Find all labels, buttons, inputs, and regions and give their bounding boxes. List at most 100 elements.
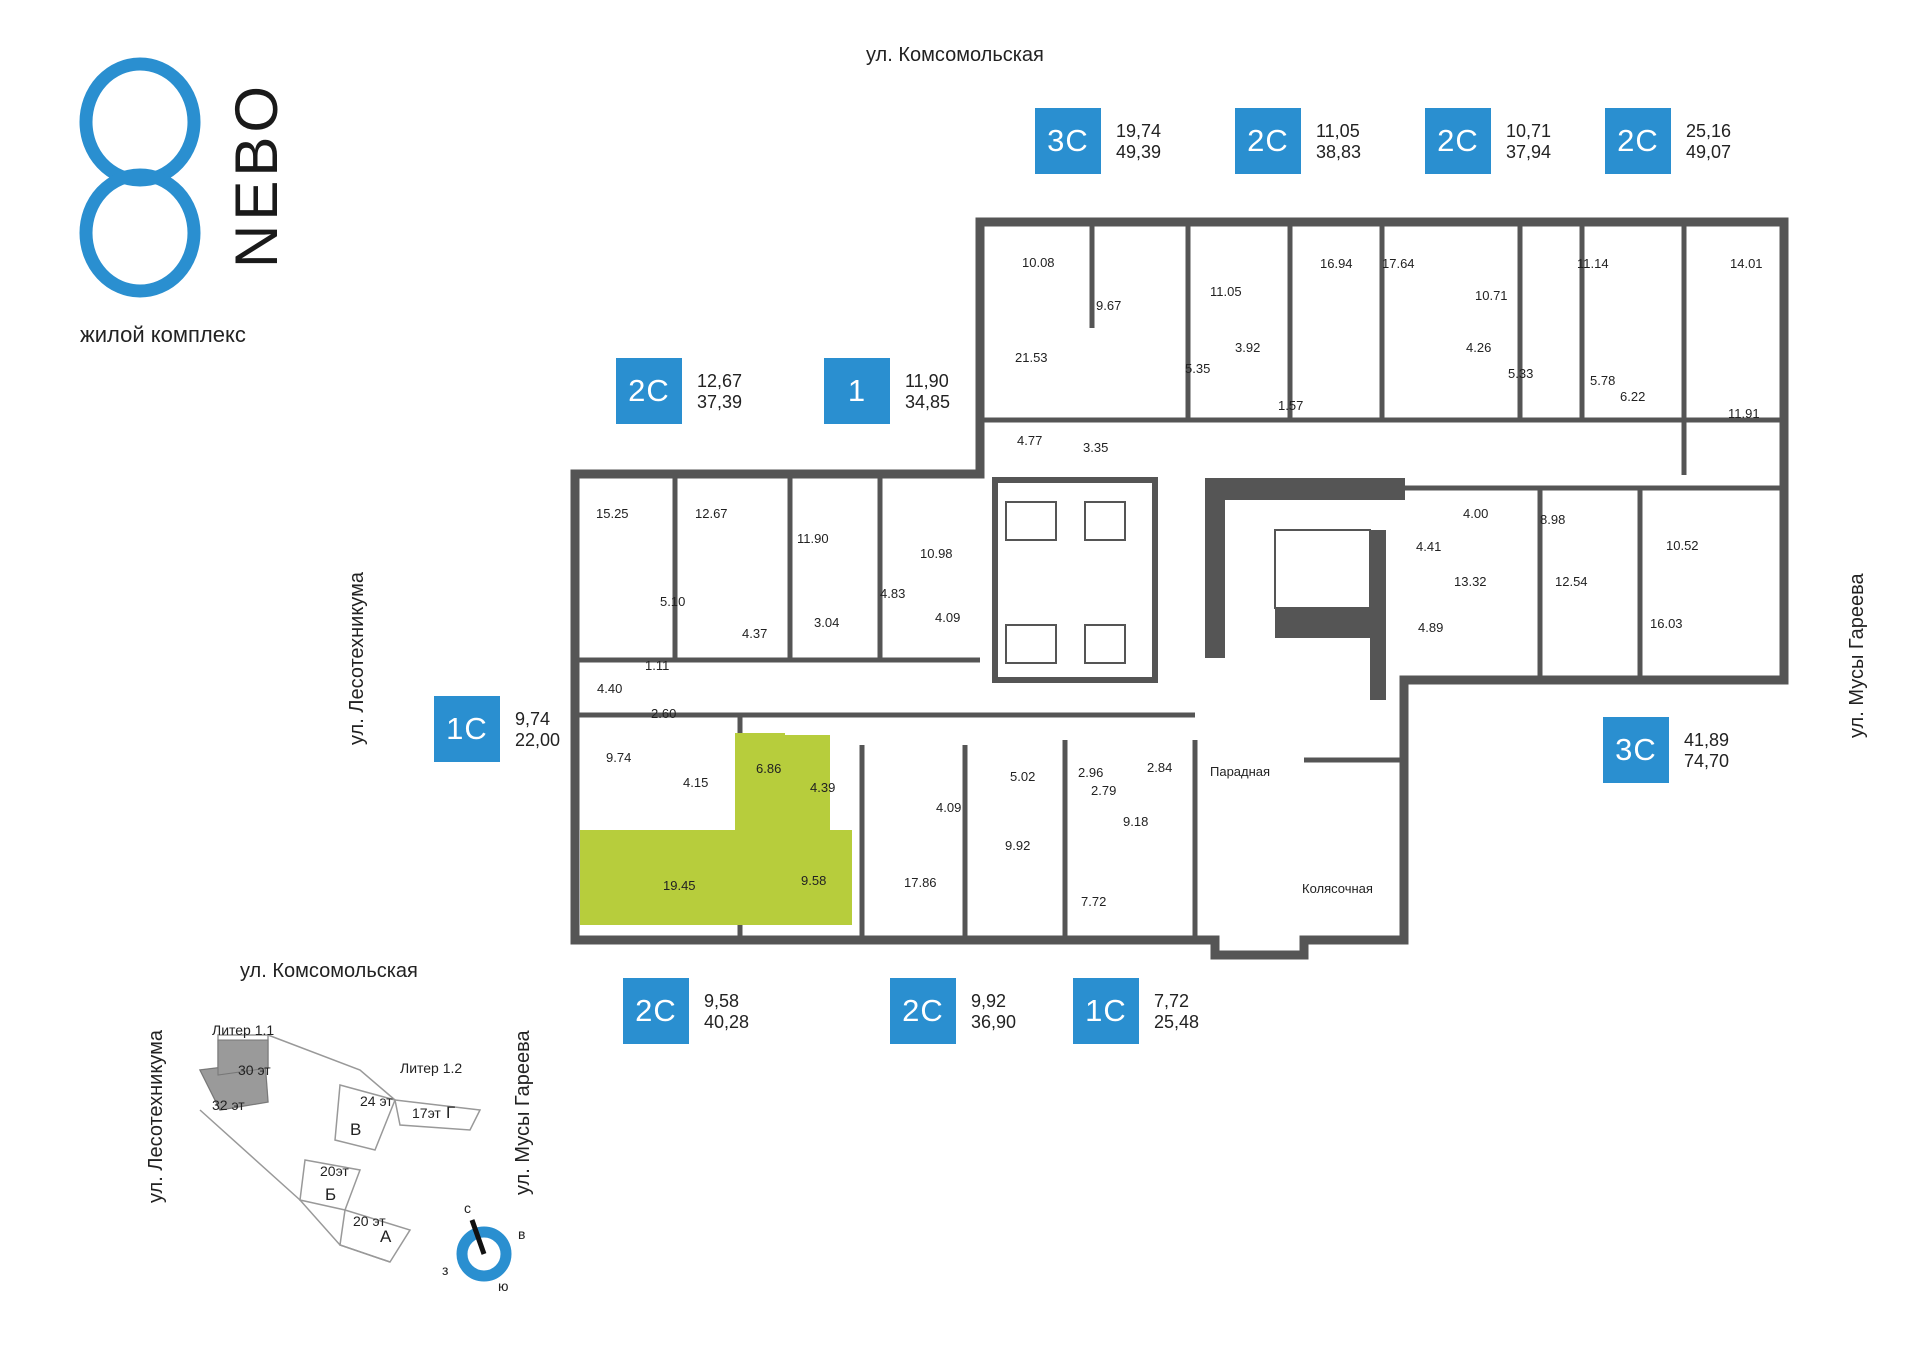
room-area-label: 4.37 [742,626,767,641]
room-area-label: 10.98 [920,546,953,561]
room-area-label: 4.09 [936,800,961,815]
apartment-badge[interactable]: 2С [616,358,682,424]
section-g: Г [446,1103,456,1122]
living-area: 11,90 [905,371,949,391]
living-area: 19,74 [1116,121,1162,141]
total-area: 36,90 [971,1012,1017,1032]
floors-20-a: 20 эт [353,1213,386,1229]
logo-name: NEBO [223,81,290,268]
room-area-label: 2.96 [1078,765,1103,780]
apartment-badge[interactable]: 1 [824,358,890,424]
section-a: А [380,1227,392,1246]
room-area-label: 11.05 [1210,284,1242,299]
compass-south: ю [498,1278,509,1294]
compass-north: с [464,1200,471,1216]
living-area: 10,71 [1506,121,1552,141]
apartment-badge[interactable]: 2С [890,978,956,1044]
room-area-label: 11.14 [1577,256,1609,271]
interior-walls [575,222,1784,940]
apartment-badge[interactable]: 2С [623,978,689,1044]
living-area: 41,89 [1684,730,1730,750]
site-plan-towers [199,1039,269,1111]
apartment-badge[interactable]: 2С [1425,108,1491,174]
room-area-label: 6.22 [1620,389,1645,404]
street-left: ул. Лесотехникума [346,572,368,745]
room-area-label: 10.08 [1022,255,1055,270]
total-area: 40,28 [704,1012,750,1032]
floors-20-b: 20эт [320,1163,349,1179]
living-area: 9,58 [704,991,740,1011]
apartment-badge[interactable]: 1С [434,696,500,762]
apartment-badge[interactable]: 3С [1603,717,1669,783]
room-area-label: 2.79 [1091,783,1116,798]
total-area: 22,00 [515,730,561,750]
room-area-label: 3.35 [1083,440,1108,455]
room-area-label: 4.00 [1463,506,1488,521]
room-area-label: 4.09 [935,610,960,625]
room-area-label: 4.40 [597,681,622,696]
room-area-label: 16.94 [1320,256,1353,271]
compass-east: в [518,1226,526,1242]
site-street-top: ул. Комсомольская [240,960,418,982]
room-area-label: 2.60 [651,706,676,721]
room-area-label: 17.86 [904,875,937,890]
total-area: 37,94 [1506,142,1552,162]
room-area-label: 4.83 [880,586,905,601]
living-area: 7,72 [1154,991,1190,1011]
street-top: ул. Комсомольская [866,44,1044,66]
room-area-label: 4.77 [1017,433,1042,448]
room-area-label: 1.57 [1278,398,1303,413]
room-area-label: 3.92 [1235,340,1260,355]
core [992,477,1405,700]
logo-tagline: жилой комплекс [80,322,246,347]
total-area: 38,83 [1316,142,1362,162]
room-area-label: 16.03 [1650,616,1683,631]
room-area-label: 5.33 [1508,366,1533,381]
site-street-left: ул. Лесотехникума [145,1030,167,1203]
room-area-label: 12.54 [1555,574,1588,589]
apartment-badge[interactable]: 1С [1073,978,1139,1044]
room-area-label: 12.67 [695,506,728,521]
compass-ring [456,1226,512,1282]
section-v: В [350,1120,362,1139]
apartment-badge[interactable]: 3С [1035,108,1101,174]
room-area-label: 4.39 [810,780,835,795]
logo-mark [79,57,201,298]
room-area-label: 5.02 [1010,769,1035,784]
room-area-label: 10.71 [1475,288,1508,303]
room-area-label: 5.78 [1590,373,1615,388]
room-area-label: 4.89 [1418,620,1443,635]
floors-30: 30 эт [238,1062,271,1078]
compass-west: з [442,1262,449,1278]
walls [570,217,1789,960]
room-area-label: 1.11 [645,658,669,673]
room-area-label: 19.45 [663,878,696,893]
room-area-label: 13.32 [1454,574,1487,589]
apartment-badge[interactable]: 2С [1235,108,1301,174]
total-area: 34,85 [905,392,951,412]
room-area-label: 6.86 [756,761,781,776]
selected-apartment-hall [735,733,785,830]
room-area-label: 9.92 [1005,838,1030,853]
room-area-label: 10.52 [1666,538,1699,553]
room-area-label: 14.01 [1730,256,1763,271]
stroller-room-label: Колясочная [1302,881,1373,896]
total-area: 49,07 [1686,142,1732,162]
room-area-label: 15.25 [596,506,629,521]
floors-32: 32 эт [212,1097,245,1113]
apartment-badge[interactable]: 2С [1605,108,1671,174]
street-right: ул. Мусы Гареева [1846,573,1868,738]
living-area: 25,16 [1686,121,1732,141]
room-area-label: 9.18 [1123,814,1148,829]
room-area-label: 2.84 [1147,760,1172,775]
